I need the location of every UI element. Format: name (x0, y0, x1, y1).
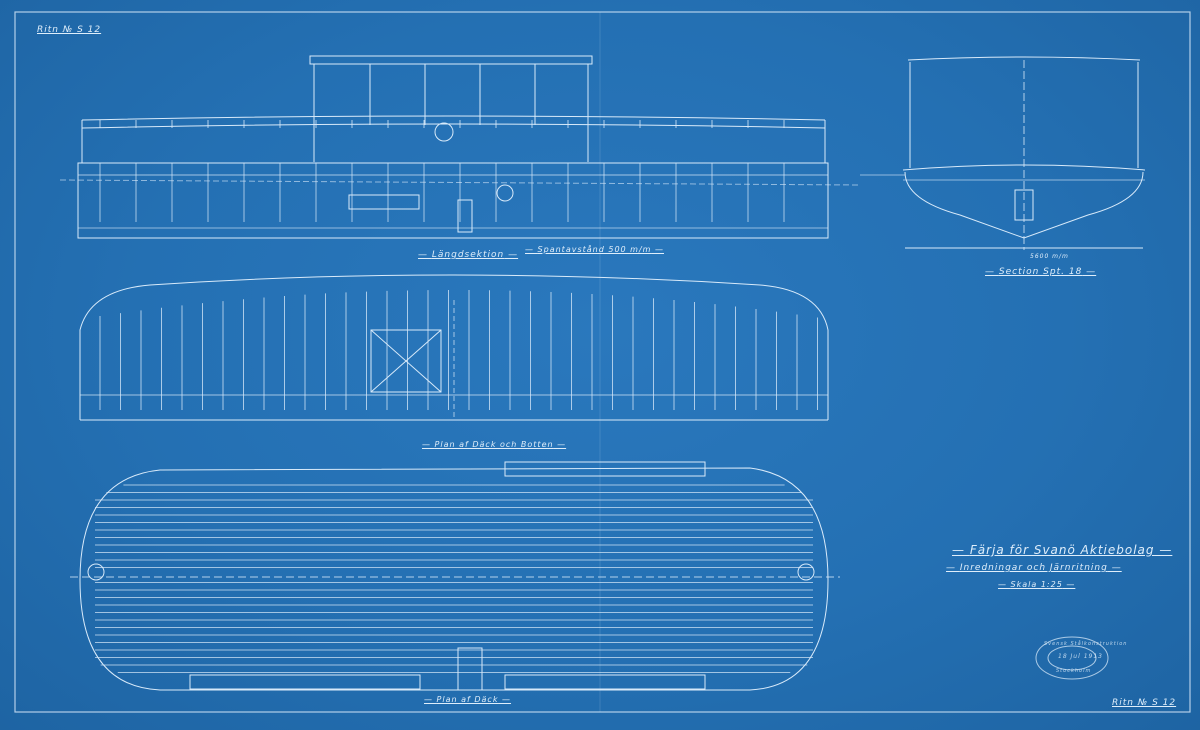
drawing-scale: Skala 1:25 (998, 580, 1075, 589)
deck-planking (95, 484, 813, 673)
company-stamp (1035, 636, 1109, 680)
stamp-date: 18 Jul 1913 (1058, 653, 1103, 660)
longitudinal-section-view (59, 55, 861, 239)
deck-and-bottom-plan-view (79, 274, 829, 421)
longitudinal-section-label: Längdsektion (418, 250, 518, 260)
section-width-label: 5600 m/m (1030, 253, 1069, 260)
sheet-border (14, 11, 1191, 713)
deck-bottom-frames (99, 290, 818, 410)
stamp-company: Svensk Stålkonstruktion (1044, 641, 1128, 647)
deck-bottom-plan-label: Plan af Däck och Botten (422, 440, 566, 449)
longitudinal-frames (99, 120, 785, 222)
midship-section-view (860, 56, 1146, 250)
drawing-title: Färja för Svanö Aktiebolag (952, 543, 1172, 557)
deck-plan-label: Plan af Däck (424, 695, 511, 704)
drawing-number-bottom: Ritn № S 12 (1112, 698, 1177, 708)
drawing-number-top: Ritn № S 12 (37, 25, 102, 35)
stamp-city: Stockholm (1056, 668, 1092, 674)
frame-spacing-label: Spantavstånd 500 m/m (525, 245, 664, 254)
deck-plan-view (70, 461, 840, 691)
drawing-subtitle: Inredningar och Järnritning (946, 563, 1122, 573)
section-label: Section Spt. 18 (985, 267, 1096, 277)
